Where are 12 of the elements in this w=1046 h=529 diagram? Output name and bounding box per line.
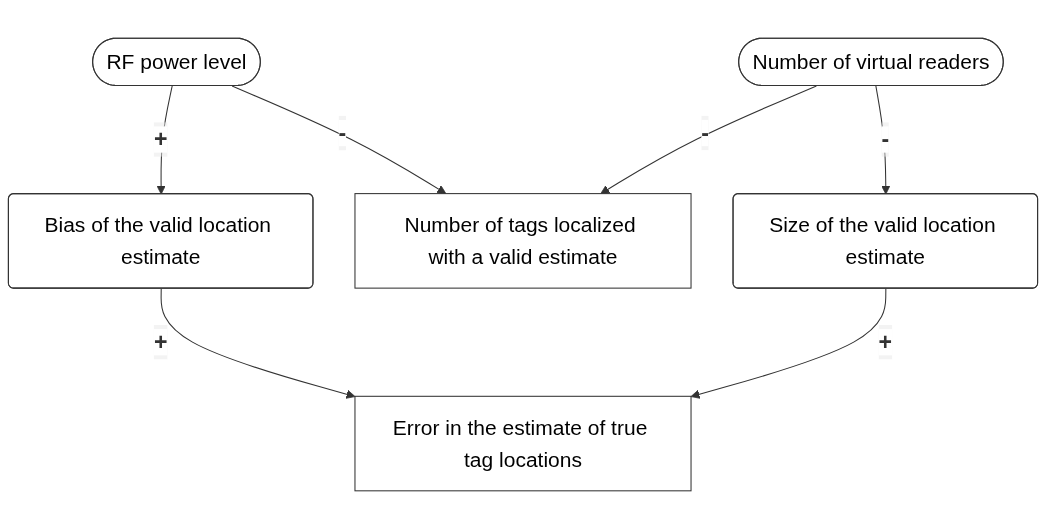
node-box: Error in the estimate of true tag locations	[354, 395, 692, 492]
arrow	[231, 85, 447, 195]
edge-label: +	[153, 329, 168, 356]
edge-label: +	[153, 126, 168, 153]
edge-label: +	[878, 329, 893, 356]
edge-label: -	[881, 126, 890, 153]
edge-label: -	[701, 119, 709, 147]
edge-label: -	[338, 119, 347, 147]
node-box: Number of tags localized with a valid estimate	[354, 193, 692, 289]
arrow	[690, 288, 887, 399]
arrow	[160, 288, 356, 399]
arrow	[600, 85, 817, 195]
